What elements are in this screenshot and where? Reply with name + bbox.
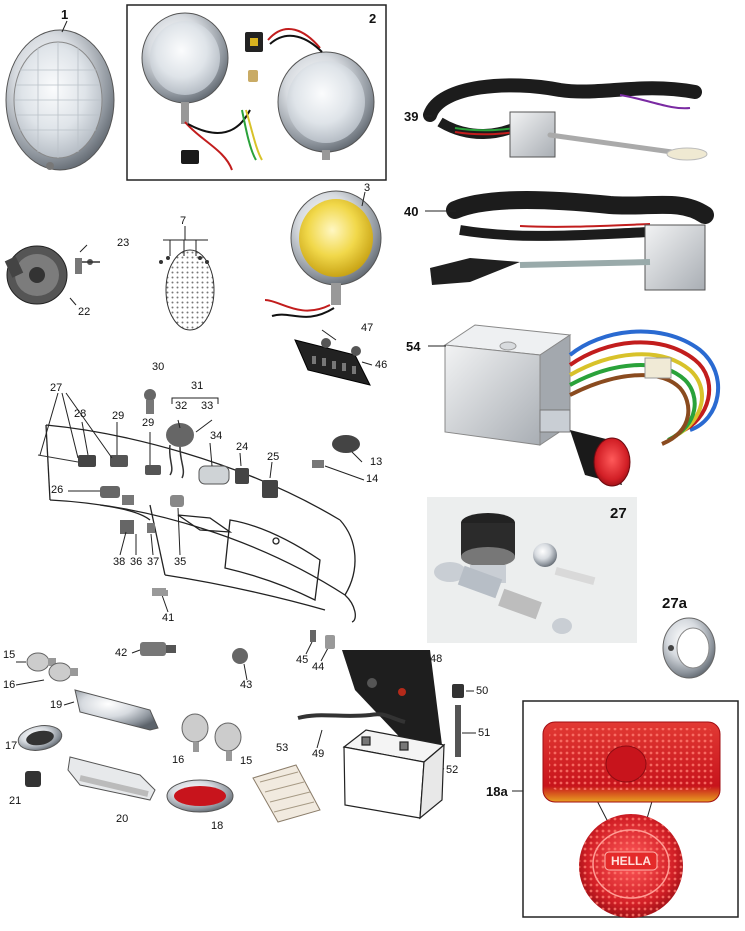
callout-14: 14 bbox=[366, 473, 379, 485]
callout-31: 31 bbox=[191, 380, 204, 392]
callout-48: 48 bbox=[430, 653, 443, 665]
switch-42 bbox=[140, 642, 176, 656]
callout-42: 42 bbox=[115, 647, 128, 659]
callout-28: 28 bbox=[74, 408, 87, 420]
headlamp-1 bbox=[5, 29, 115, 171]
callout-22: 22 bbox=[78, 306, 91, 318]
callout-26: 26 bbox=[51, 484, 64, 496]
dash-components bbox=[37, 389, 360, 594]
callout-15a: 15 bbox=[3, 649, 16, 661]
callout-25: 25 bbox=[267, 451, 280, 463]
turn-signal-switch-39 bbox=[423, 78, 708, 161]
callout-38: 38 bbox=[113, 556, 126, 568]
callout-41: 41 bbox=[162, 612, 175, 624]
battery-pad-53 bbox=[252, 764, 321, 823]
lock-ring-27a bbox=[662, 617, 716, 679]
callout-32: 32 bbox=[175, 400, 188, 412]
callout-51: 51 bbox=[478, 727, 491, 739]
callout-18: 18 bbox=[211, 820, 224, 832]
callout-27-photo: 27 bbox=[610, 505, 627, 522]
kit-2-frame bbox=[126, 4, 387, 181]
callout-20: 20 bbox=[116, 813, 129, 825]
switch-box-54 bbox=[443, 324, 720, 487]
callout-40: 40 bbox=[404, 204, 419, 219]
callout-29a: 29 bbox=[112, 410, 125, 422]
callout-47: 47 bbox=[361, 322, 374, 334]
callout-2: 2 bbox=[369, 11, 377, 26]
callout-3: 3 bbox=[364, 182, 371, 194]
callout-45: 45 bbox=[296, 654, 309, 666]
hella-logo-text: HELLA bbox=[611, 854, 651, 868]
tail-lens-18a bbox=[542, 721, 721, 918]
callout-19: 19 bbox=[50, 699, 63, 711]
callout-16a: 16 bbox=[3, 679, 16, 691]
callout-46: 46 bbox=[375, 359, 388, 371]
license-plate-light-20 bbox=[67, 756, 156, 801]
callout-23: 23 bbox=[117, 237, 130, 249]
knob-43 bbox=[232, 648, 248, 664]
callout-16b: 16 bbox=[172, 754, 185, 766]
ignition-lock-27 bbox=[434, 513, 596, 634]
callout-13: 13 bbox=[370, 456, 383, 468]
bulb-holders-15-16 bbox=[26, 652, 242, 761]
turn-signal-switch-40 bbox=[430, 191, 714, 291]
driving-lamp-kit-2 bbox=[141, 12, 375, 171]
callout-27-dash: 27 bbox=[50, 382, 63, 394]
callout-30: 30 bbox=[152, 361, 165, 373]
callout-34: 34 bbox=[210, 430, 223, 442]
callout-37: 37 bbox=[147, 556, 160, 568]
license-light-19 bbox=[74, 689, 159, 731]
rear-light-7 bbox=[159, 239, 215, 331]
callout-1: 1 bbox=[61, 7, 69, 22]
components-50-51 bbox=[452, 684, 464, 757]
callout-36: 36 bbox=[130, 556, 143, 568]
lamp-strip-46 bbox=[294, 338, 371, 386]
horn-22 bbox=[4, 245, 100, 305]
panel-48 bbox=[342, 650, 442, 748]
fog-lamp-3 bbox=[264, 190, 382, 318]
components-44-45 bbox=[310, 630, 335, 649]
callout-7: 7 bbox=[180, 215, 187, 227]
callout-35: 35 bbox=[174, 556, 187, 568]
callout-52: 52 bbox=[446, 764, 459, 776]
callout-54: 54 bbox=[406, 339, 421, 354]
callout-43: 43 bbox=[240, 679, 253, 691]
dashboard-outline bbox=[45, 424, 356, 623]
callout-29b: 29 bbox=[142, 417, 155, 429]
callout-17: 17 bbox=[5, 740, 18, 752]
callout-39: 39 bbox=[404, 109, 419, 124]
callout-50: 50 bbox=[476, 685, 489, 697]
reflector-21 bbox=[25, 771, 41, 787]
callout-15b: 15 bbox=[240, 755, 253, 767]
callout-49: 49 bbox=[312, 748, 325, 760]
callout-27a: 27a bbox=[662, 595, 688, 612]
tail-lamp-18 bbox=[166, 779, 234, 813]
bulb-41 bbox=[152, 590, 168, 596]
callout-21: 21 bbox=[9, 795, 22, 807]
callout-33: 33 bbox=[201, 400, 214, 412]
side-marker-17 bbox=[17, 725, 63, 751]
battery-52 bbox=[342, 729, 446, 820]
callout-18a: 18a bbox=[486, 784, 508, 799]
battery-strap-49 bbox=[297, 712, 406, 724]
callout-53: 53 bbox=[276, 742, 289, 754]
callout-44: 44 bbox=[312, 661, 325, 673]
callout-24: 24 bbox=[236, 441, 249, 453]
